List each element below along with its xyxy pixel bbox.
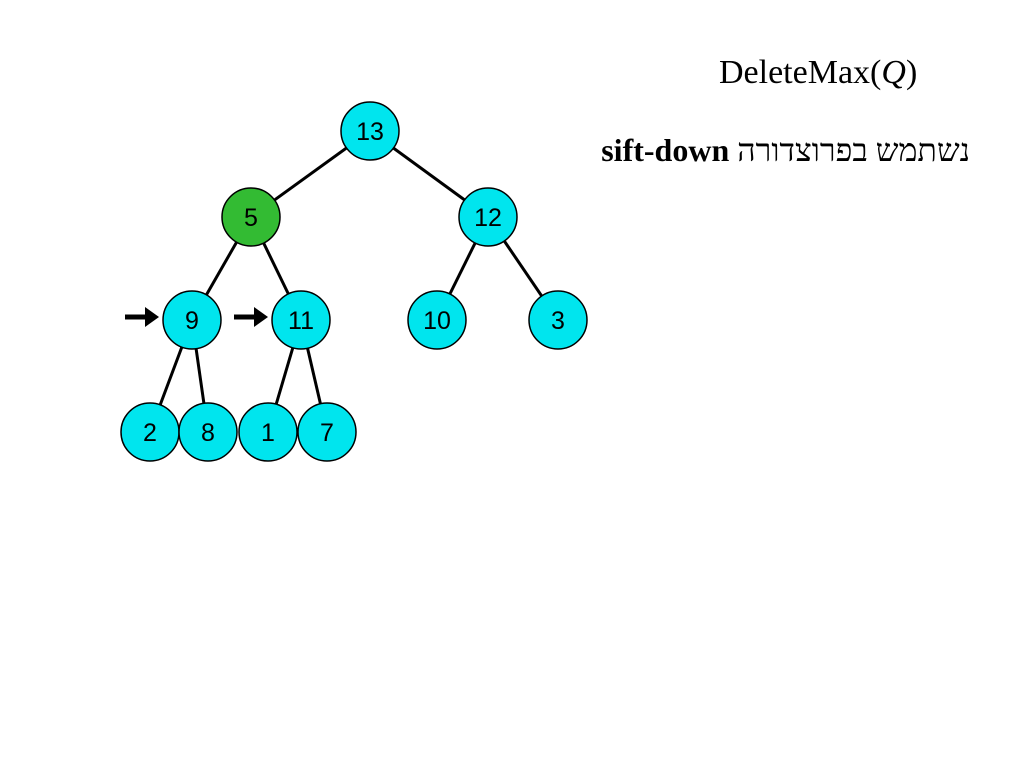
heap-node-8: 8 — [178, 402, 238, 462]
node-circle — [340, 101, 400, 161]
node-circle — [528, 290, 588, 350]
slide-subtitle: נשתמש בפרוצדורה sift-down — [601, 132, 970, 169]
heap-node-3: 3 — [528, 290, 588, 350]
node-label: 8 — [201, 419, 215, 447]
node-label: 7 — [320, 419, 334, 447]
node-label: 9 — [185, 307, 199, 335]
pointer-arrow-icon — [125, 307, 159, 327]
title-prefix: DeleteMax( — [719, 54, 882, 91]
node-label: 11 — [288, 307, 314, 335]
node-label: 1 — [261, 419, 275, 447]
node-label: 12 — [474, 204, 502, 232]
heap-node-12: 12 — [458, 187, 518, 247]
subtitle-hebrew: נשתמש בפרוצדורה — [737, 132, 970, 168]
node-circle — [297, 402, 357, 462]
node-circle — [238, 402, 298, 462]
node-circle — [221, 187, 281, 247]
node-label: 2 — [143, 419, 157, 447]
heap-node-2: 2 — [120, 402, 180, 462]
heap-node-7: 7 — [297, 402, 357, 462]
heap-node-5: 5 — [221, 187, 281, 247]
node-label: 10 — [423, 307, 451, 335]
title-arg: Q — [881, 54, 906, 91]
slide-title: DeleteMax(Q) — [719, 54, 917, 92]
pointer-arrow-icon — [234, 307, 268, 327]
heap-node-10: 10 — [407, 290, 467, 350]
node-circle — [271, 290, 331, 350]
heap-node-13: 13 — [340, 101, 400, 161]
node-circle — [407, 290, 467, 350]
node-label: 13 — [356, 118, 384, 146]
node-label: 5 — [244, 204, 258, 232]
subtitle-keyword: sift-down — [601, 132, 730, 168]
heap-node-11: 11 — [271, 290, 331, 350]
heap-node-9: 9 — [162, 290, 222, 350]
node-circle — [458, 187, 518, 247]
node-circle — [178, 402, 238, 462]
node-label: 3 — [551, 307, 565, 335]
heap-node-1: 1 — [238, 402, 298, 462]
title-suffix: ) — [905, 54, 918, 91]
node-circle — [162, 290, 222, 350]
